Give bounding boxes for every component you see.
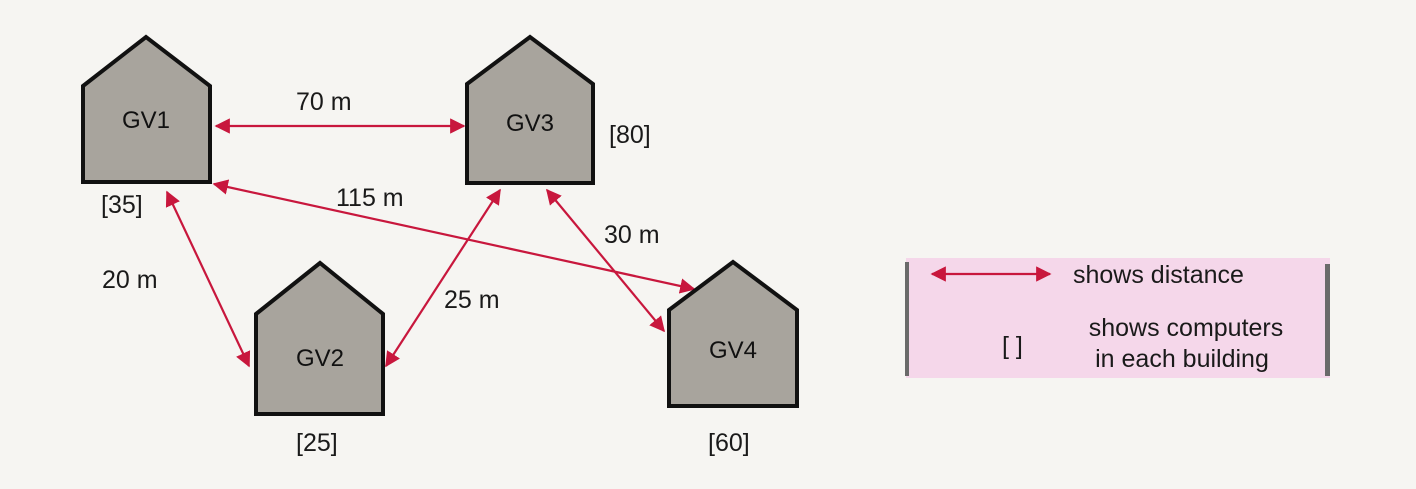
link-gv3-gv4 (546, 188, 665, 333)
link-gv1-gv2 (165, 190, 251, 368)
building-gv1-computers: [35] (101, 191, 143, 219)
legend-bracket-text-line1: shows computers (1089, 314, 1284, 342)
building-gv1-shape (81, 34, 212, 184)
legend-arrow-text: shows distance (1073, 261, 1244, 289)
distance-labels: 70 m 115 m 20 m 25 m 30 m (102, 88, 660, 314)
building-gv2-computers: [25] (296, 429, 338, 457)
links (165, 118, 696, 368)
building-gv3-shape (465, 34, 595, 185)
building-gv3-label: GV3 (506, 110, 554, 137)
legend-right-bar (1325, 264, 1330, 376)
building-gv4-shape (667, 259, 799, 408)
legend-left-bar (905, 262, 909, 376)
distance-label-gv3-gv4: 30 m (604, 221, 660, 249)
legend-bracket-text-line2: in each building (1095, 345, 1269, 373)
building-gv4: GV4 [60] (667, 259, 799, 457)
distance-label-gv1-gv4: 115 m (336, 184, 404, 212)
distance-label-gv1-gv2: 20 m (102, 266, 158, 294)
distance-label-gv1-gv3: 70 m (296, 88, 352, 116)
building-gv4-computers: [60] (708, 429, 750, 457)
building-gv1: GV1 [35] (81, 34, 212, 219)
building-gv2: GV2 [25] (254, 260, 385, 457)
legend-bracket-symbol: [ ] (1002, 332, 1023, 360)
legend: shows distance [ ] shows computers in ea… (905, 258, 1330, 378)
building-gv2-shape (254, 260, 385, 416)
building-gv3: GV3 [80] (465, 34, 651, 185)
building-gv1-label: GV1 (122, 107, 170, 134)
link-gv3-gv2 (385, 188, 501, 368)
building-gv4-label: GV4 (709, 337, 757, 364)
building-gv2-label: GV2 (296, 345, 344, 372)
distance-label-gv3-gv2: 25 m (444, 286, 500, 314)
building-gv3-computers: [80] (609, 121, 651, 149)
